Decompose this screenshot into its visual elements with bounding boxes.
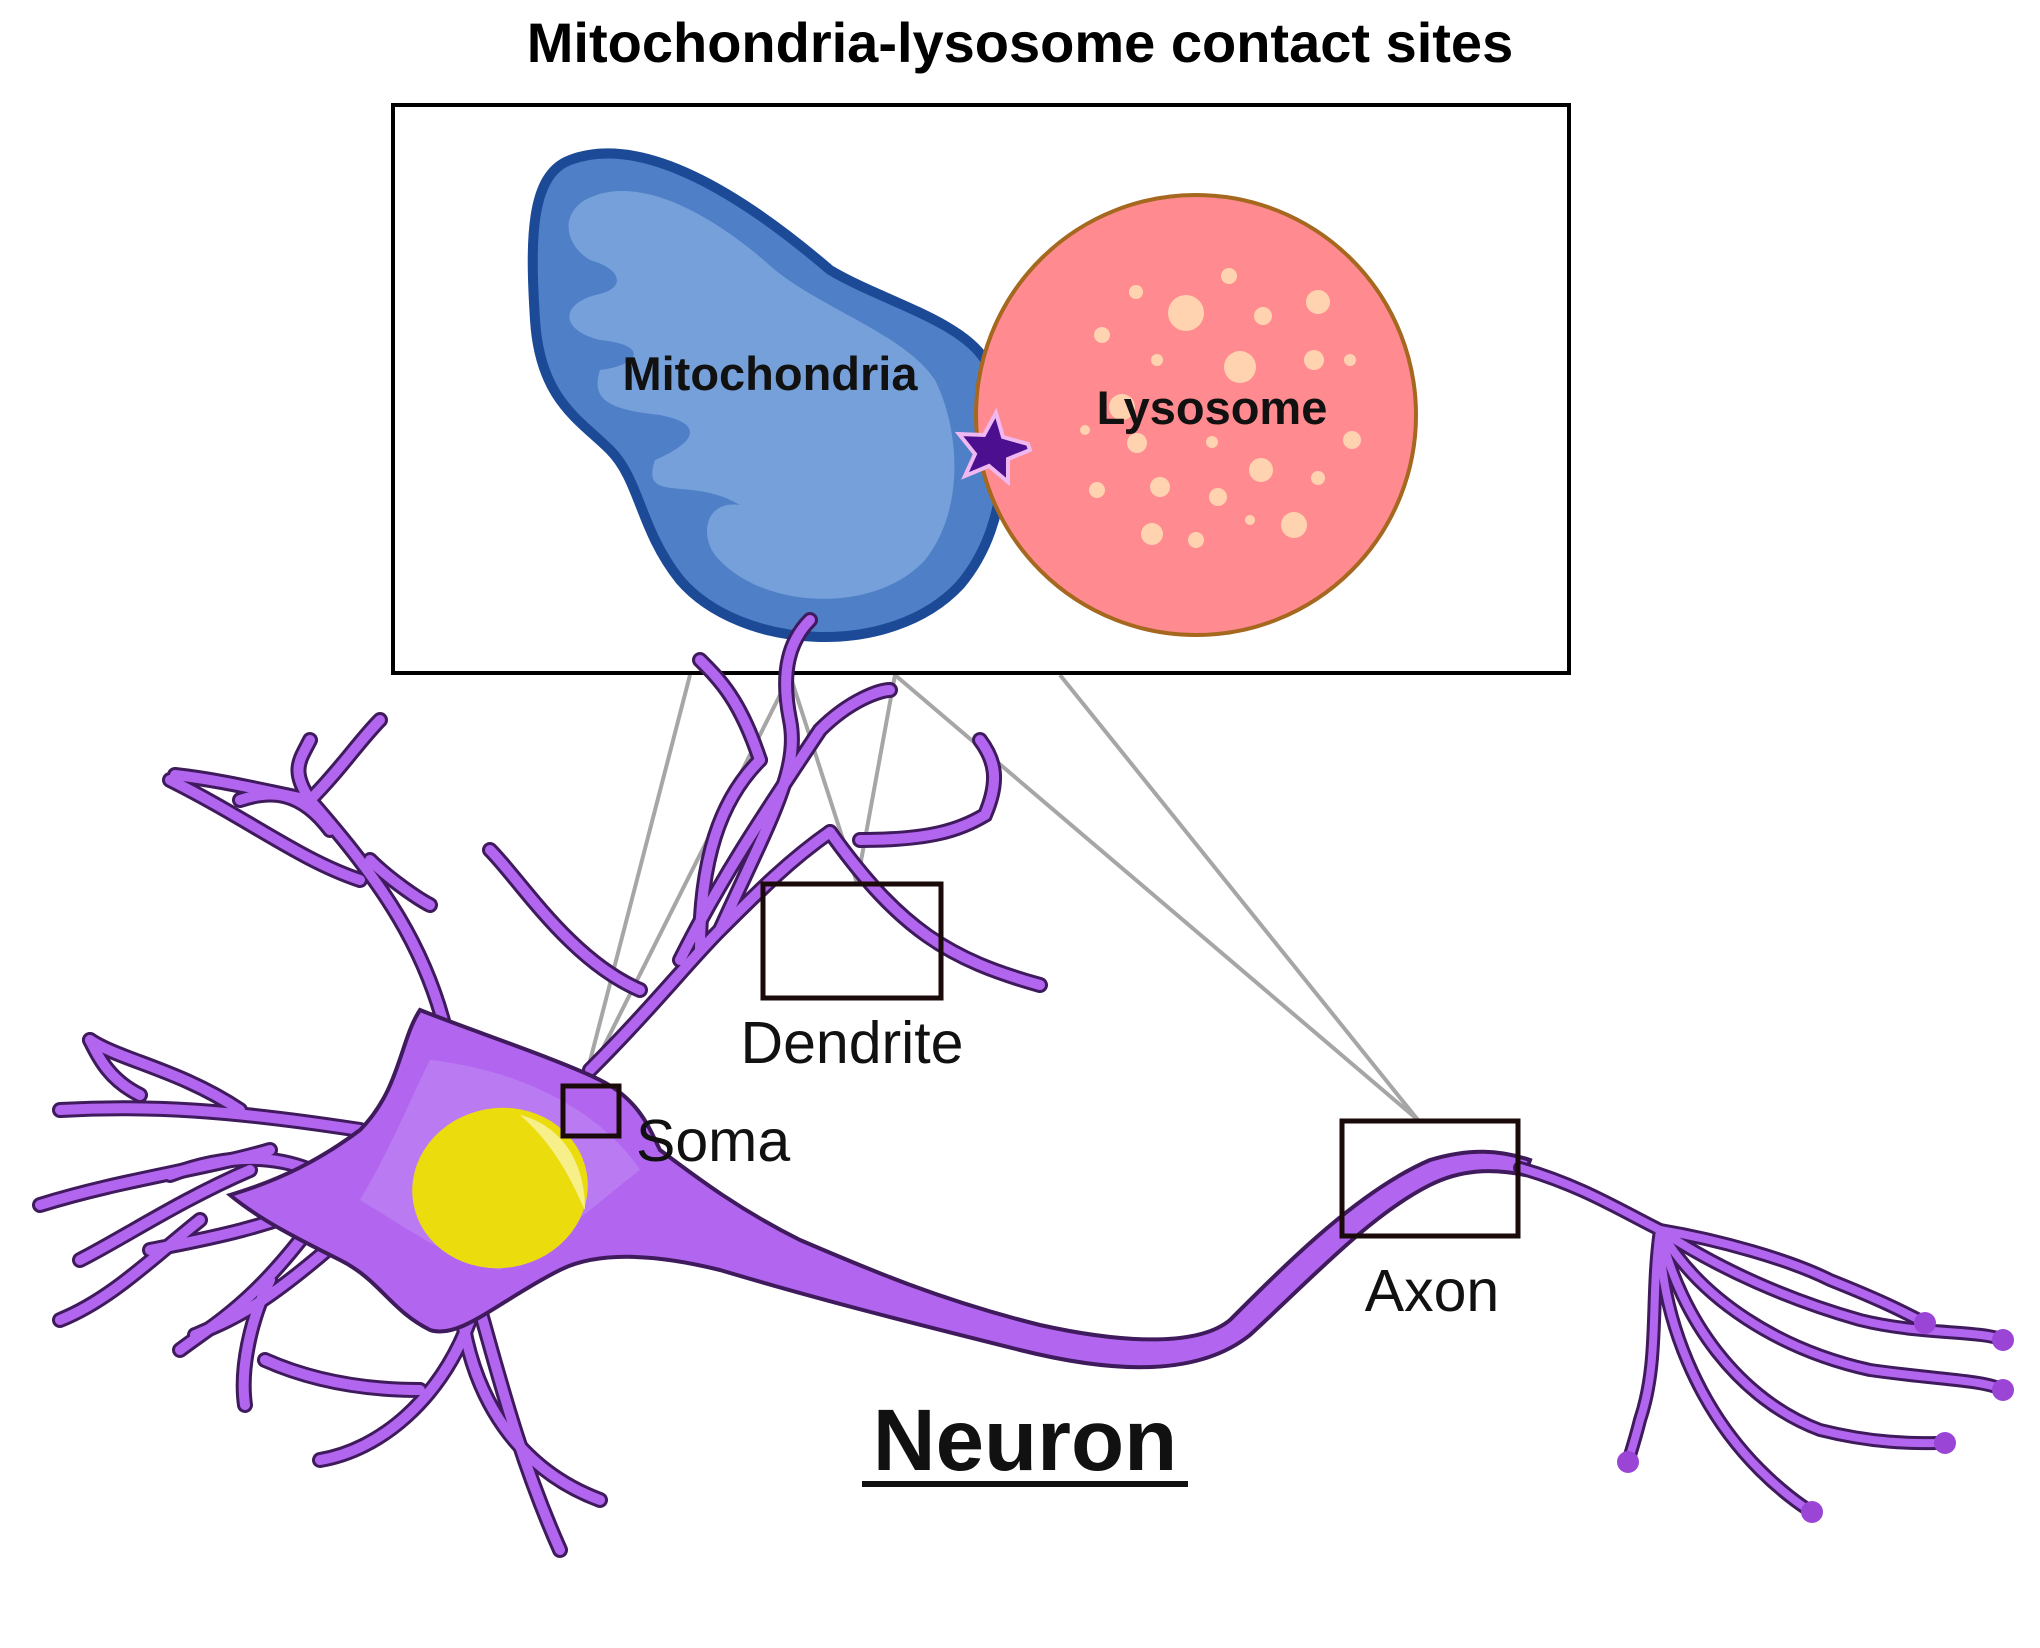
figure-title: Mitochondria-lysosome contact sites xyxy=(527,11,1513,74)
axon-label: Axon xyxy=(1365,1258,1499,1324)
contact-site-inset: Mitochondria Lysosome xyxy=(391,103,1571,675)
mitochondrion-cristae xyxy=(568,190,955,599)
nucleus-body xyxy=(412,1107,588,1269)
dendrite-branches xyxy=(32,612,1048,1558)
lysosome: Lysosome xyxy=(974,193,1418,637)
axon-box xyxy=(1339,1118,1521,1239)
connector-line-dendrite-2 xyxy=(855,674,897,884)
mitochondria-label: Mitochondria xyxy=(622,347,918,400)
soma-label: Soma xyxy=(636,1108,790,1174)
nucleus xyxy=(412,1107,588,1269)
lysosome-granules xyxy=(1080,268,1361,548)
dendrite-label: Dendrite xyxy=(740,1010,963,1076)
lysosome-label: Lysosome xyxy=(1097,381,1328,434)
neuron xyxy=(32,612,2014,1558)
region-markers: Dendrite Soma Axon xyxy=(560,881,1521,1324)
soma-box xyxy=(560,1083,622,1139)
contact-site-star-icon xyxy=(954,407,1033,487)
connector-line-axon-2 xyxy=(1058,673,1420,1122)
axon-terminals xyxy=(1513,1161,2014,1523)
dendrite-box xyxy=(760,881,944,1001)
connector-line-soma-1 xyxy=(581,674,692,1089)
nucleus-highlight xyxy=(520,1115,585,1210)
neuron-label: Neuron xyxy=(873,1392,1178,1489)
mitochondrion: Mitochondria xyxy=(527,148,1008,643)
